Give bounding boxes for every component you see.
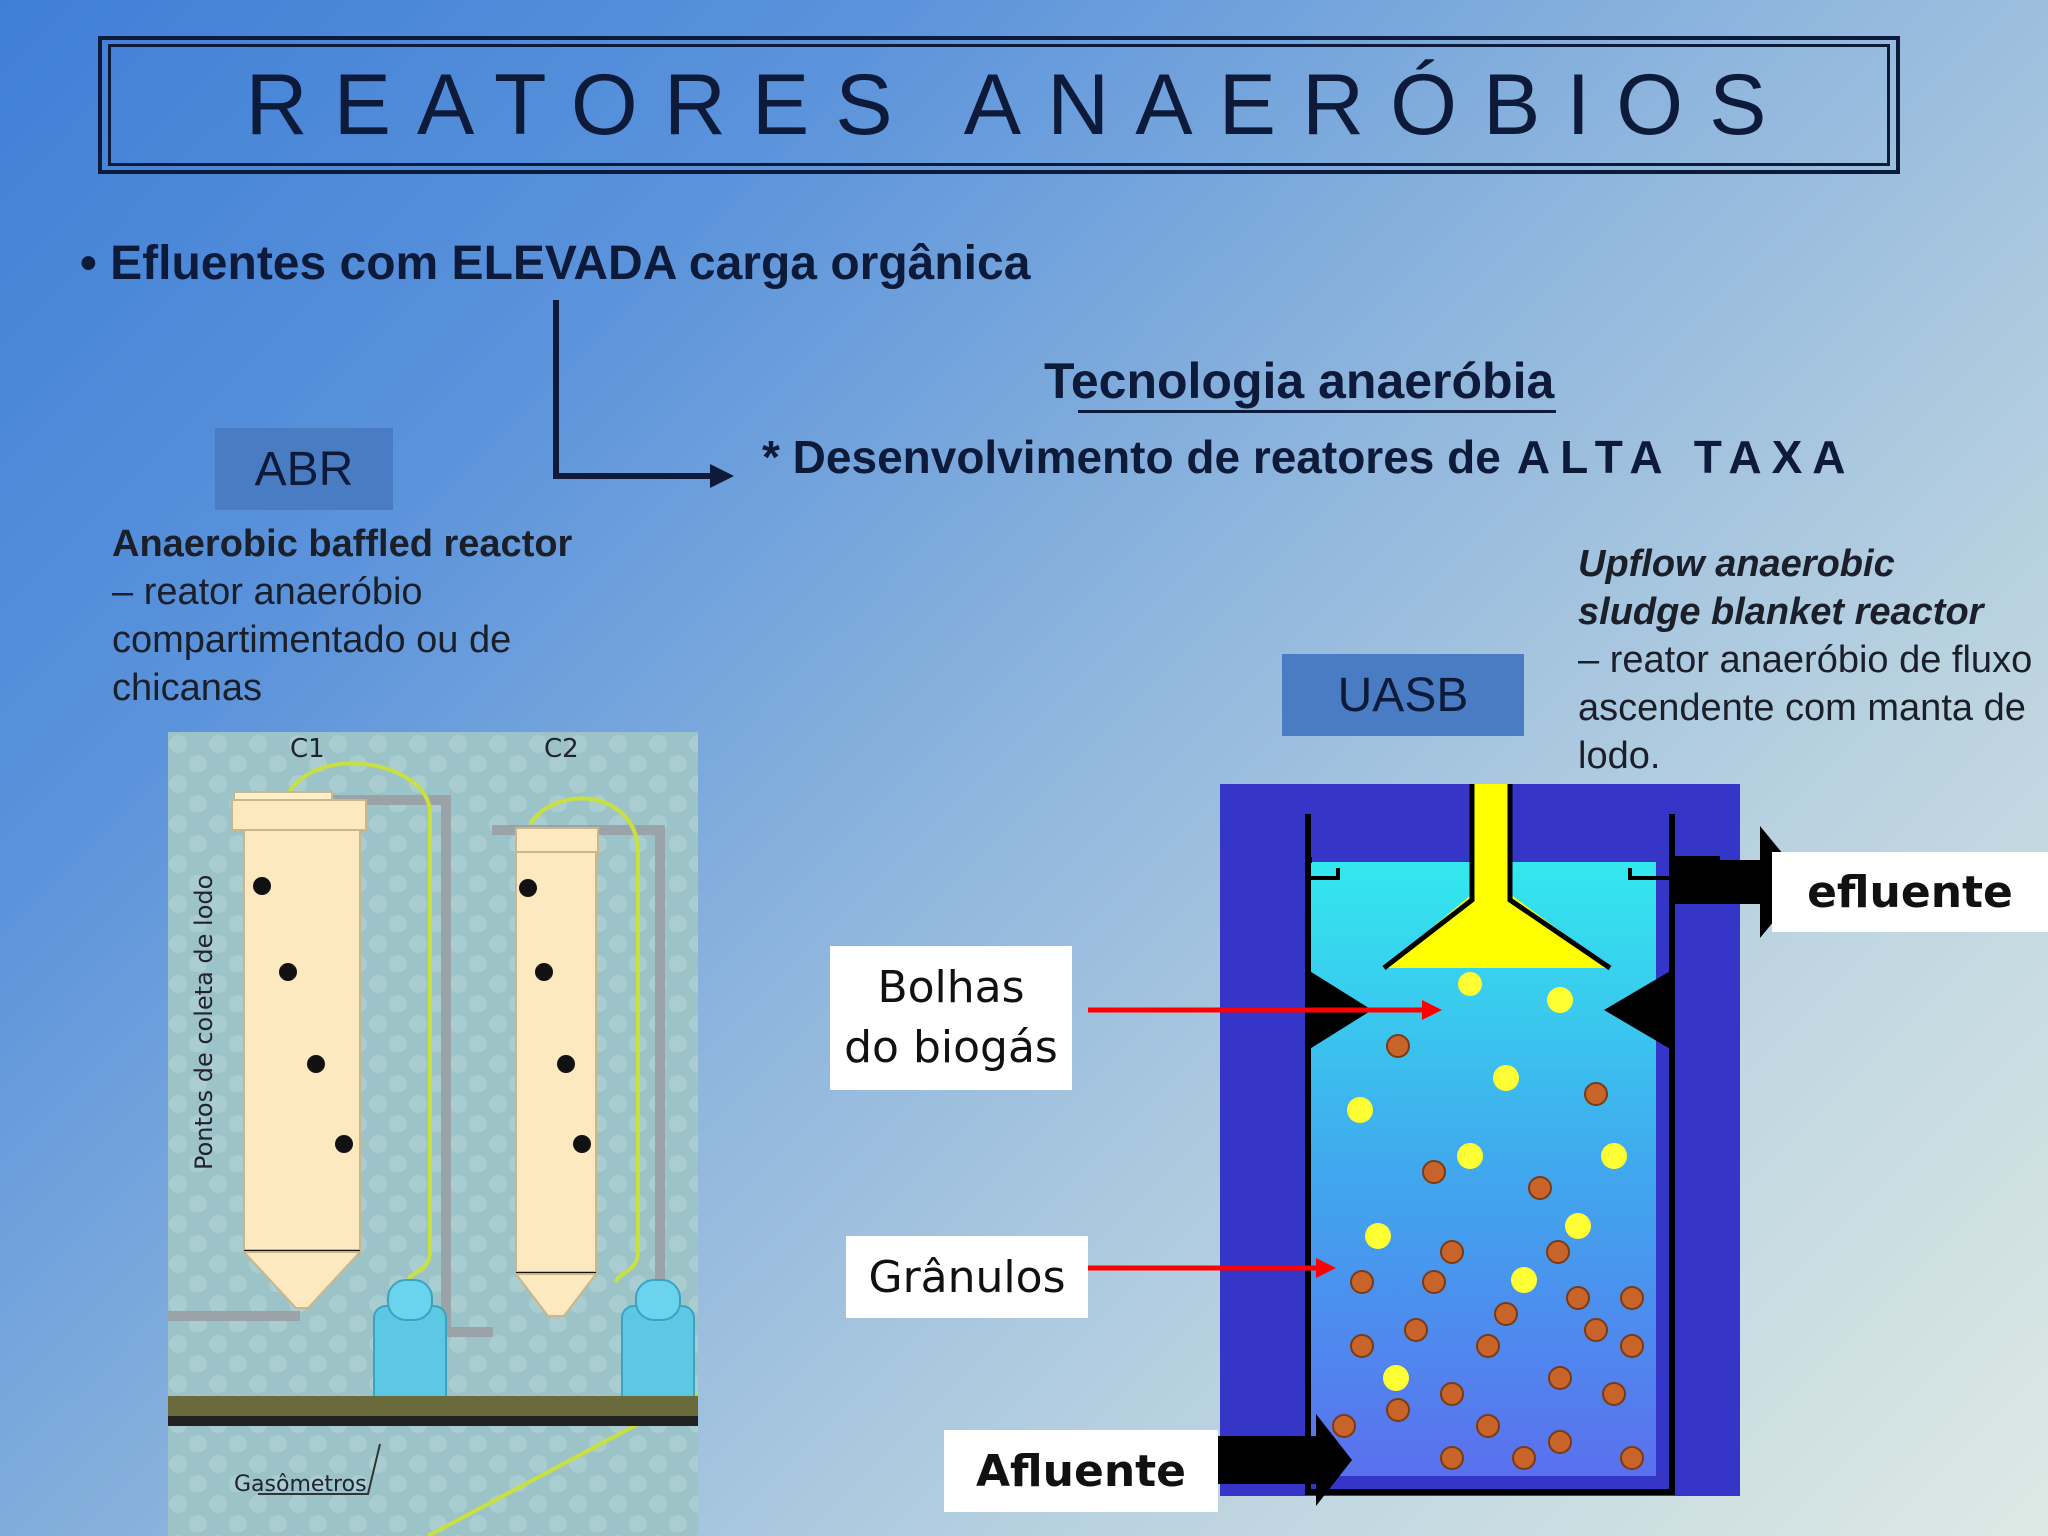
bullet-point: • Efluentes com ELEVADA carga orgânica xyxy=(80,236,1030,291)
sludge-granules xyxy=(1332,1034,1644,1470)
red-pointer-arrows xyxy=(1088,1000,1442,1278)
uasb-name-line1: Upflow anaerobic xyxy=(1578,543,1895,585)
abr-description-text: – reator anaeróbio compartimentado ou de… xyxy=(112,571,512,709)
effluent-label: efluente xyxy=(1772,852,2048,932)
abr-sampling-points-label: Pontos de coleta de lodo xyxy=(190,874,218,1170)
uasb-reactor-diagram xyxy=(1220,784,1740,1496)
deflector-right xyxy=(1604,970,1672,1050)
abr-gas-meters-label: Gasômetros xyxy=(234,1472,367,1497)
bubbles-label: Bolhas do biogás xyxy=(830,946,1072,1090)
abr-name: Anaerobic baffled reactor xyxy=(112,523,573,565)
title-frame-inner xyxy=(108,44,1890,166)
abr-illustration xyxy=(168,732,698,1536)
abr-label-box: ABR xyxy=(215,428,393,510)
granules-label: Grânulos xyxy=(846,1236,1088,1318)
abr-description: Anaerobic baffled reactor – reator anaer… xyxy=(112,520,632,712)
development-prefix: * Desenvolvimento de reatores de xyxy=(762,431,1501,483)
uasb-description: Upflow anaerobic sludge blanket reactor … xyxy=(1578,540,2038,780)
bubbles-label-line2: do biogás xyxy=(844,1022,1058,1073)
biogas-bubbles xyxy=(1347,972,1627,1391)
development-emphasis: ALTA TAXA xyxy=(1516,431,1856,483)
influent-label: Afluente xyxy=(944,1430,1218,1512)
influent-arrow xyxy=(1216,1414,1352,1506)
technology-underline xyxy=(1078,410,1556,413)
uasb-description-text: – reator anaeróbio de fluxo ascendente c… xyxy=(1578,639,2033,777)
connector-arrow xyxy=(553,300,734,488)
slide-title: REATORES ANAERÓBIOS xyxy=(245,56,1793,153)
uasb-label-box: UASB xyxy=(1282,654,1524,736)
bullet-text: Efluentes com ELEVADA carga orgânica xyxy=(110,237,1031,290)
abr-drawing xyxy=(168,732,698,1536)
uasb-name-line2: sludge blanket reactor xyxy=(1578,591,1984,633)
abr-column-label-1: C1 xyxy=(290,734,325,764)
abr-column-label-2: C2 xyxy=(544,734,579,764)
bubbles-label-line1: Bolhas xyxy=(877,962,1025,1013)
bullet-dot: • xyxy=(80,237,111,290)
technology-heading: Tecnologia anaeróbia xyxy=(1044,353,1555,409)
title-frame-outer xyxy=(98,36,1900,174)
development-line: * Desenvolvimento de reatores de ALTA TAX… xyxy=(762,430,1856,484)
